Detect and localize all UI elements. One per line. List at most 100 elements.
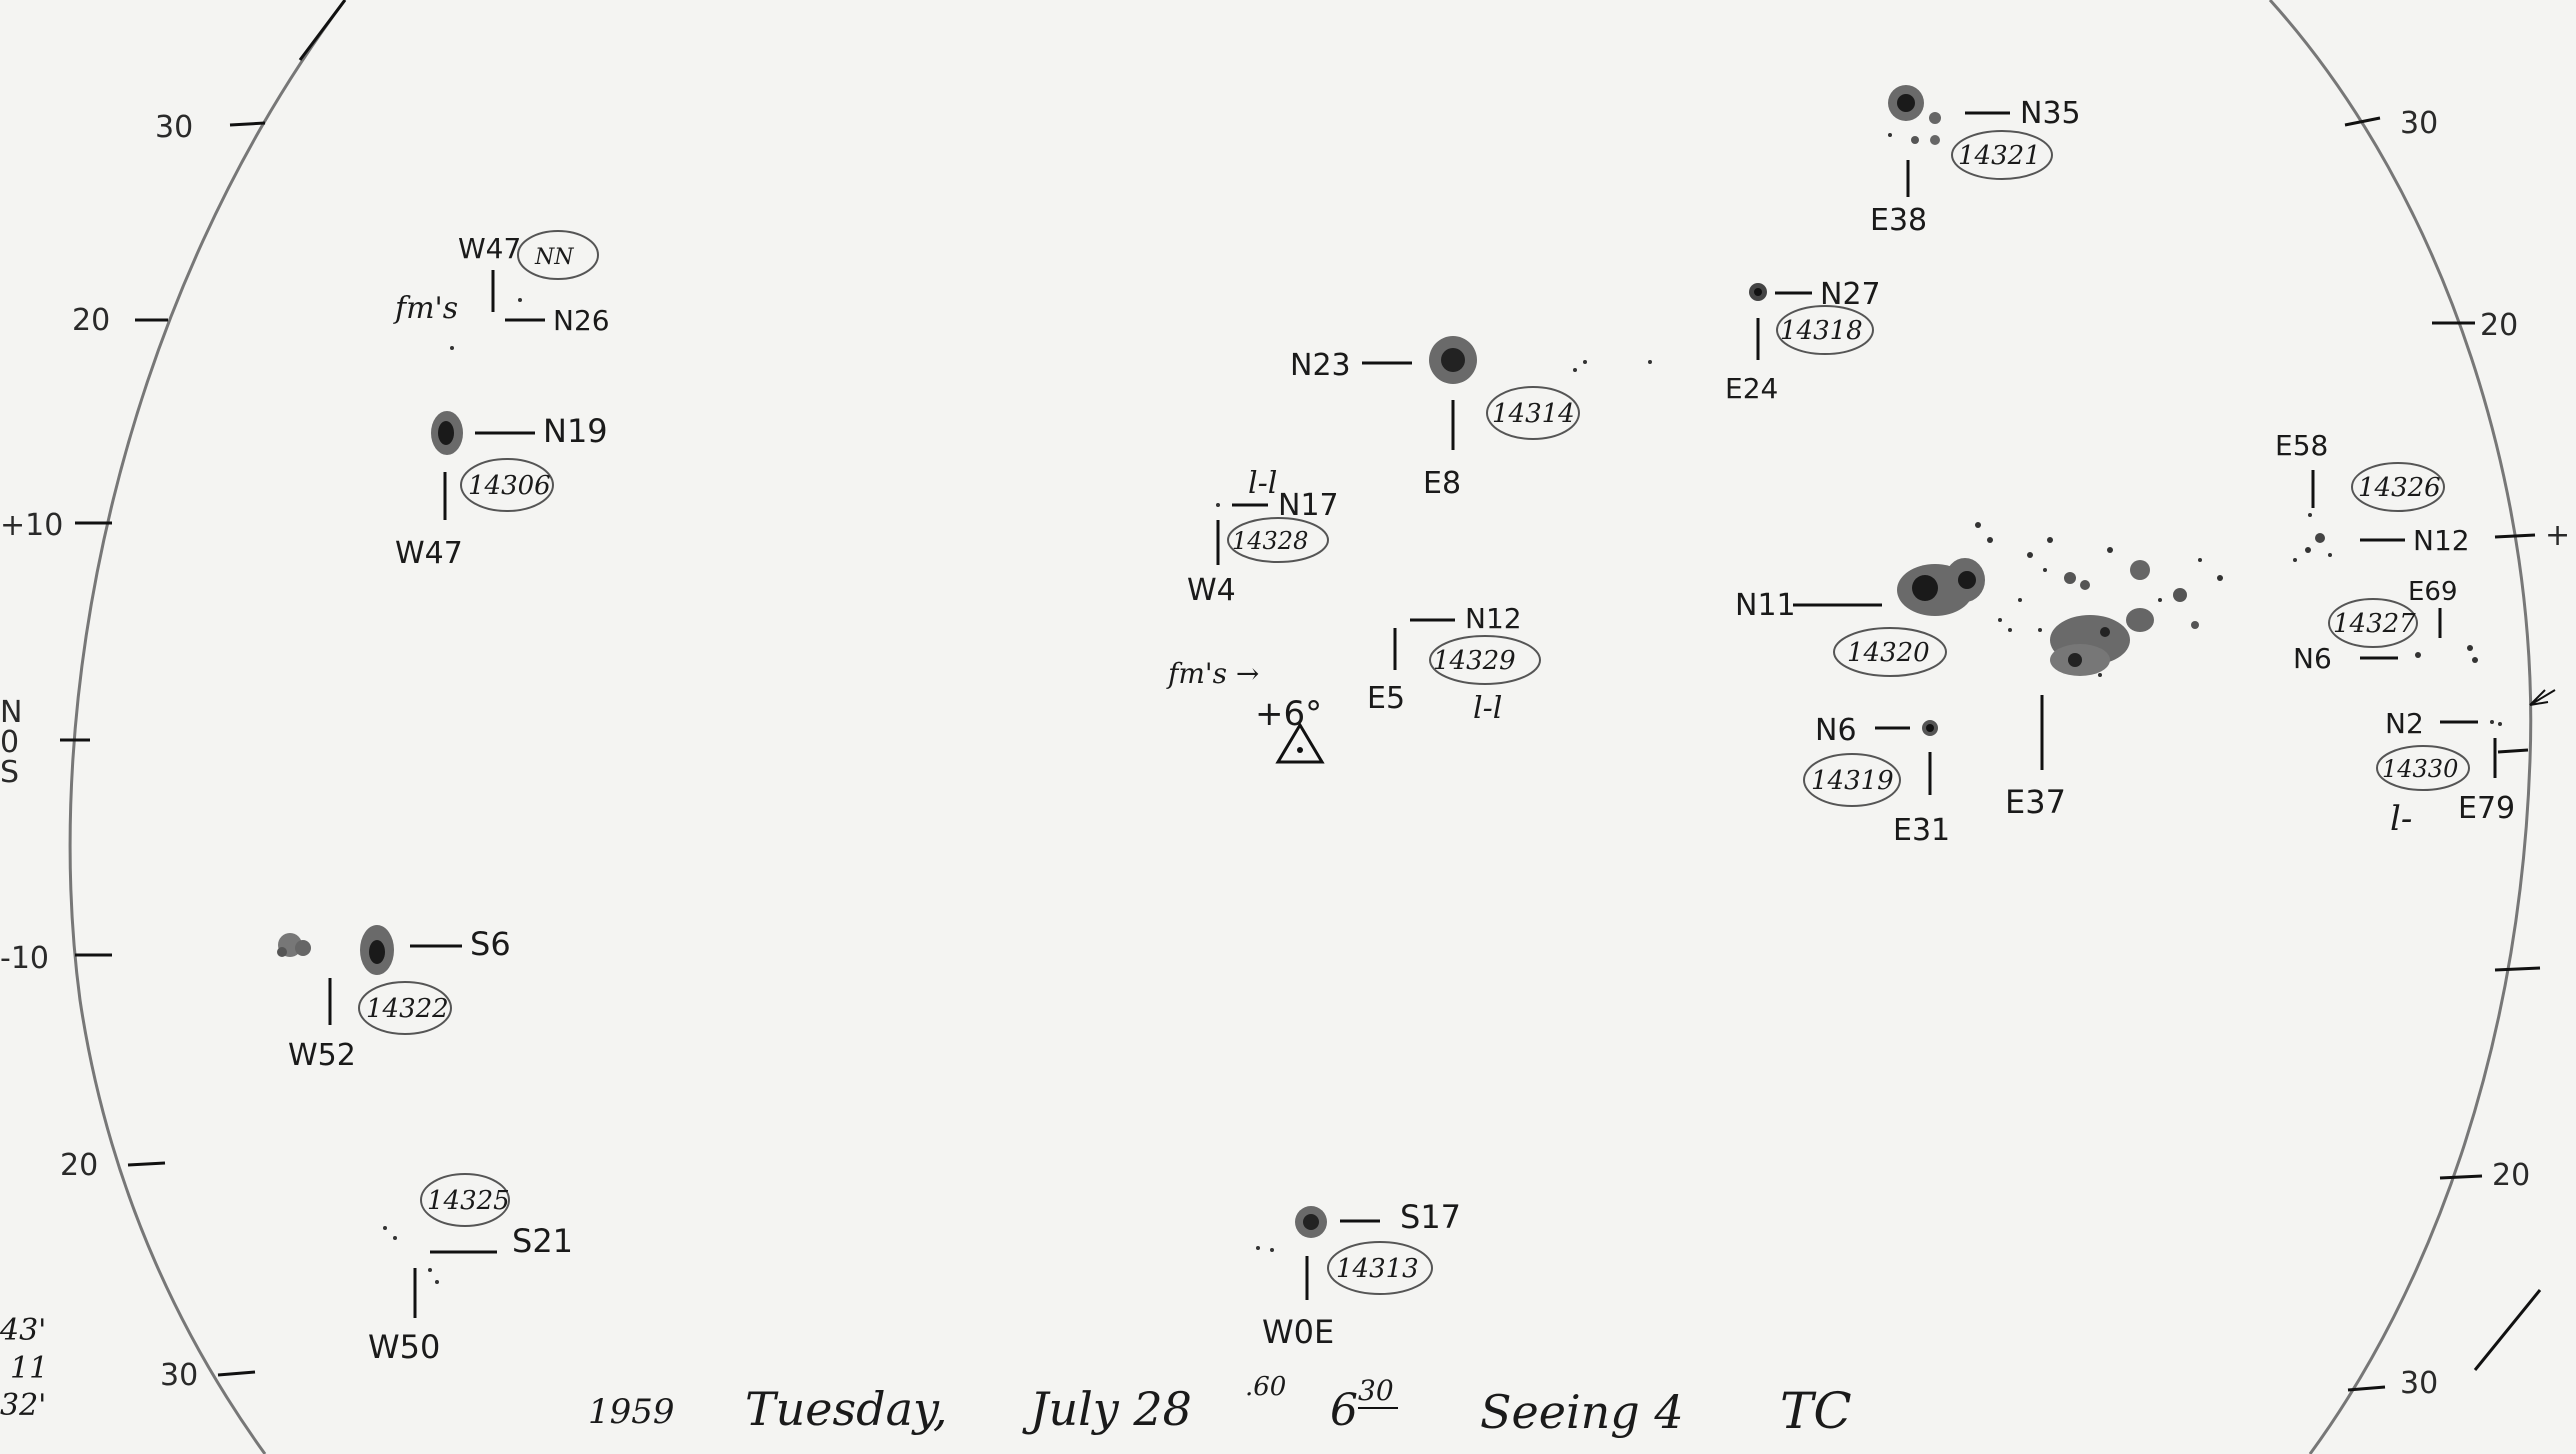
region-position: W47 [458,232,521,265]
region-14313: S17 14313 W0E [1256,1198,1461,1351]
region-latitude: N12 [2413,524,2470,557]
footer-time-sup: 30 [1358,1374,1394,1407]
region-position: W4 [1187,573,1236,608]
lat-label: 20 [60,1148,98,1183]
region-position: W52 [288,1038,356,1073]
region-14330: N2 14330 l- E79 [2376,707,2515,839]
region-position: W50 [368,1328,440,1366]
region-id: 14329 [1433,646,1516,676]
region-14328: l-l N17 14328 W4 [1187,466,1339,608]
region-latitude: N19 [543,412,608,450]
region-position: E24 [1725,372,1778,405]
region-id: 14319 [1811,766,1894,796]
region-id: 14321 [1958,141,2041,171]
region-14318: N27 14318 E24 [1725,277,1881,405]
region-latitude: N2 [2385,707,2424,740]
region-position: E8 [1423,466,1461,501]
lat-label: 30 [155,110,193,145]
region-id-oval [358,981,452,1035]
lat-label: 20 [2480,308,2518,343]
region-position: W47 [395,536,463,571]
region-note: l- [2390,799,2412,839]
lat-label: 0 [0,725,19,760]
region-position: W0E [1262,1313,1334,1351]
corner-note-line: 43' [0,1313,46,1348]
lat-label: + [2545,518,2570,553]
region-id: 14327 [2333,609,2416,639]
lat-label: 20 [2492,1158,2530,1193]
region-id-oval [2376,745,2470,791]
lat-label: 30 [2400,106,2438,141]
region-position: E5 [1367,681,1405,716]
lat-label: N [0,695,22,730]
region-id-oval [1776,305,1874,355]
lat-label: +10 [0,508,63,543]
region-id: 14330 [2382,755,2458,783]
region-id-oval [1951,130,2053,180]
footer-time: 6 [1330,1385,1358,1436]
footer-day: Tuesday, [745,1382,948,1436]
footer-date: July 28 [1022,1382,1192,1436]
region-id-oval [420,1173,510,1227]
region-14322: S6 14322 W52 [277,925,511,1073]
region-14319: N6 14319 E31 [1803,713,1950,848]
region-note: fm's [393,291,458,326]
limb-mark [2473,1289,2542,1371]
region-latitude: N23 [1290,348,1351,383]
region-id: 14326 [2358,473,2441,503]
region-latitude: N6 [1815,713,1857,748]
footer-year: 1959 [588,1392,675,1432]
footer-initials: TC [1780,1382,1852,1440]
region-latitude: S21 [512,1222,573,1260]
region-id: 14325 [427,1186,510,1216]
corner-note-line: 32' [0,1388,46,1423]
region-id-oval [2328,598,2418,648]
corner-note: 43' 11 32' [0,1313,48,1423]
region-note: l-l [1248,466,1277,501]
limb-mark [298,0,347,61]
region-id: 14313 [1336,1254,1419,1284]
fms-note: fm's → [1166,657,1259,690]
region-id-oval [460,458,554,512]
region-id: 14328 [1232,527,1308,555]
region-id: 14318 [1780,316,1863,346]
region-id: 14314 [1492,399,1575,429]
region-id-oval [1486,386,1580,440]
region-latitude: N17 [1278,488,1339,523]
lat-label: 30 [160,1358,198,1393]
arrow-icon [2529,689,2556,706]
lat-label: S [0,755,19,790]
lat-label: 30 [2400,1366,2438,1401]
region-14329: N12 14329 l-l E5 fm's → +6° [1166,602,1541,764]
region-position: E31 [1893,813,1950,848]
lat-label: 20 [72,303,110,338]
region-latitude: N35 [2020,96,2081,131]
region-id-oval [1803,753,1901,807]
region-id: NN [534,245,574,270]
solar-limb-left [68,0,347,1454]
region-latitude: S6 [470,925,511,963]
region-id-oval [1327,1241,1433,1295]
region-position: E79 [2458,791,2515,826]
region-position: E69 [2408,577,2458,607]
region-latitude: N11 [1735,588,1796,623]
right-latitude-labels: 30 20 + 20 30 [2400,106,2570,1401]
region-14327: E69 14327 N6 [2293,577,2478,675]
corner-note-line: 11 [10,1351,48,1386]
lat-label: -10 [0,941,49,976]
observation-footer: 1959 Tuesday, July 28 .60 6 30 Seeing 4 … [588,1372,1852,1440]
region-id: 14306 [468,471,551,501]
region-14314: N23 14314 E8 [1290,336,1652,501]
solar-limb-right [2268,0,2533,1454]
right-latitude-ticks [2344,116,2541,1392]
region-14320: N11 14320 E37 [1735,522,2223,821]
region-position: E37 [2005,783,2066,821]
region-id-oval [1429,635,1541,685]
region-id-oval [2351,462,2445,512]
region-latitude: N6 [2293,642,2332,675]
region-14306: N19 14306 W47 [395,411,608,571]
region-nn: W47 NN N26 fm's [393,230,610,350]
plus-six-note: +6° [1255,694,1322,734]
